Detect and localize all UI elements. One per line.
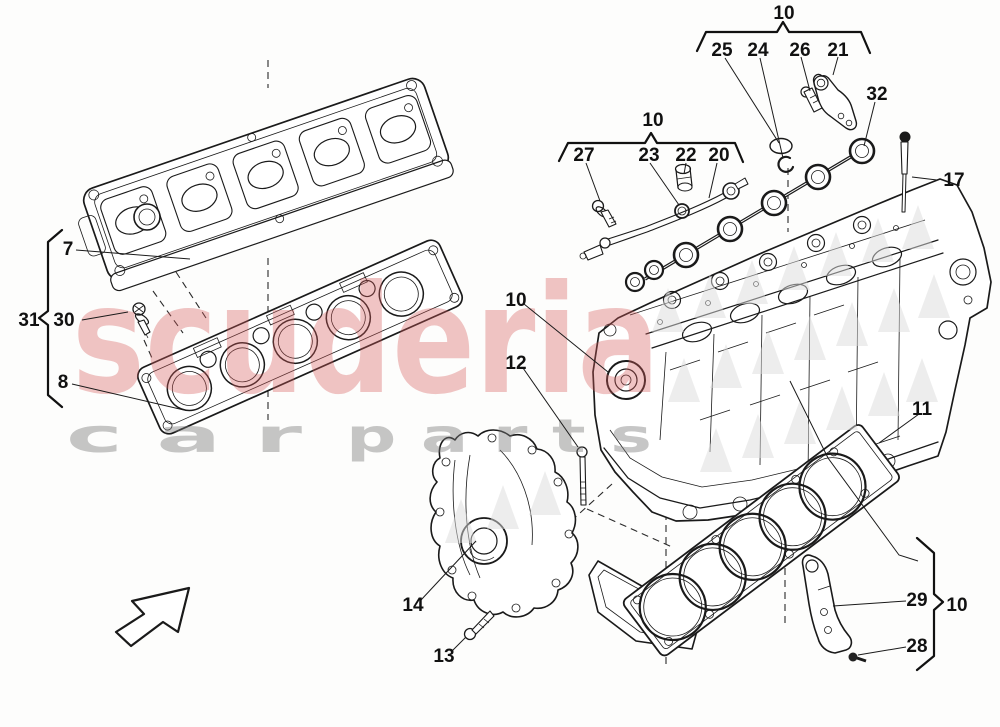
callout-31: 31: [18, 310, 40, 331]
direction-arrow-icon: [114, 586, 191, 648]
callout-27: 27: [573, 145, 594, 166]
callout-25: 25: [711, 40, 733, 61]
oil-filler-cap: [133, 203, 161, 231]
camshaft-gasket-chain: [624, 137, 876, 293]
callout-brackets: [37, 20, 945, 672]
seal-ring: [777, 155, 795, 173]
dipstick-tube: [899, 131, 911, 213]
callout-28: 28: [906, 636, 927, 657]
valve-cover-gasket-plate: [136, 239, 464, 435]
sealing-cap: [769, 137, 793, 155]
support-bracket: [801, 554, 853, 654]
o-ring-23: [674, 203, 690, 219]
banjo-bolt-27: [591, 199, 617, 228]
callout-labels: 7 31 30 8 10 25 24 26 21 32 17 10 27 23 …: [18, 3, 967, 667]
watermark-tagline-word1: c a r: [66, 409, 303, 463]
callout-26: 26: [789, 40, 810, 61]
camshaft-seal-boss: [603, 323, 646, 400]
stud-bolt-12: [576, 446, 588, 506]
head-gasket: [588, 424, 900, 657]
timing-cover-screw-13: [463, 610, 495, 641]
assembly-dash-lines: [143, 60, 789, 668]
callout-17: 17: [943, 170, 964, 191]
callout-21: 21: [827, 40, 849, 61]
callout-leader-lines: [71, 56, 938, 656]
cover-bolt: [132, 302, 151, 339]
callout-14: 14: [402, 595, 424, 616]
callout-12: 12: [505, 353, 526, 374]
callout-10-center: 10: [505, 290, 526, 311]
callout-11: 11: [912, 399, 933, 420]
callout-32: 32: [866, 84, 887, 105]
watermark: scuderia c a r p a r t s: [66, 205, 950, 543]
callout-24: 24: [747, 40, 769, 61]
lifting-bracket: [812, 73, 858, 131]
callout-29: 29: [906, 590, 927, 611]
callout-23: 23: [638, 145, 659, 166]
callout-13: 13: [433, 646, 454, 667]
valve-cover: [78, 77, 454, 292]
callout-10-right: 10: [946, 595, 967, 616]
oil-pipe: [579, 177, 749, 261]
callout-10-top: 10: [773, 3, 794, 24]
callout-30: 30: [53, 310, 74, 331]
bracket-screw-28: [848, 652, 867, 663]
plug-22: [674, 163, 693, 192]
chevron-pattern: [445, 205, 950, 543]
watermark-tagline-word2: p a r t s: [346, 409, 652, 463]
callout-20: 20: [708, 145, 729, 166]
callout-7: 7: [63, 239, 74, 260]
callout-10-mid: 10: [642, 110, 663, 131]
callout-22: 22: [675, 145, 696, 166]
callout-8: 8: [58, 372, 69, 393]
watermark-brand-text: scuderia: [72, 254, 660, 428]
